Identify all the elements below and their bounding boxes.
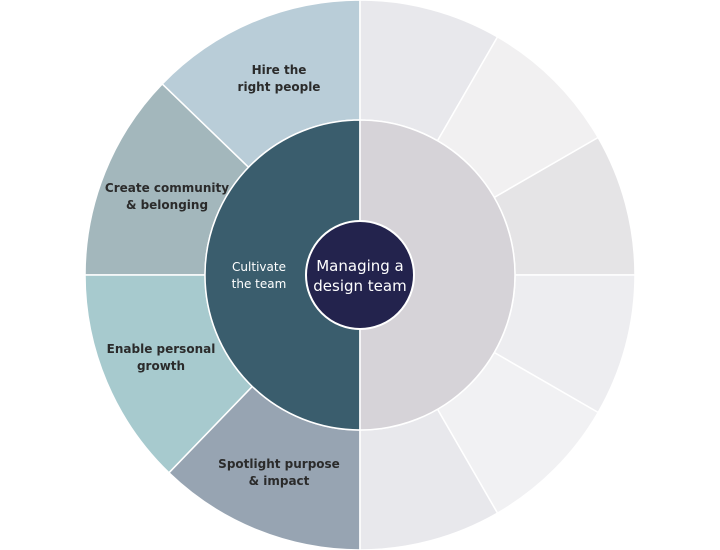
segment-labels: Cultivate the team Hire the right peopleC… xyxy=(105,63,340,488)
center-circle xyxy=(305,220,415,330)
center-hub: Managing a design team xyxy=(305,220,415,330)
inner-ring xyxy=(204,119,516,431)
outer-segment-left-1-label-line2: right people xyxy=(238,80,321,94)
inner-left-label-line2: the team xyxy=(232,277,287,291)
center-label-line1: Managing a xyxy=(316,257,404,275)
outer-segment-left-3-label-line2: growth xyxy=(137,359,185,373)
outer-segment-left-2-label-line1: Create community xyxy=(105,181,229,195)
outer-segment-left-4-label-line1: Spotlight purpose xyxy=(218,457,340,471)
outer-segment-left-3-label-line1: Enable personal xyxy=(107,342,216,356)
outer-segment-left-2-label-line2: & belonging xyxy=(126,198,208,212)
center-label-line2: design team xyxy=(313,277,406,295)
outer-segment-left-1-label-line1: Hire the xyxy=(252,63,307,77)
outer-segment-left-4-label-line2: & impact xyxy=(249,474,310,488)
inner-left-label-line1: Cultivate xyxy=(232,260,286,274)
outer-ring xyxy=(84,0,636,550)
